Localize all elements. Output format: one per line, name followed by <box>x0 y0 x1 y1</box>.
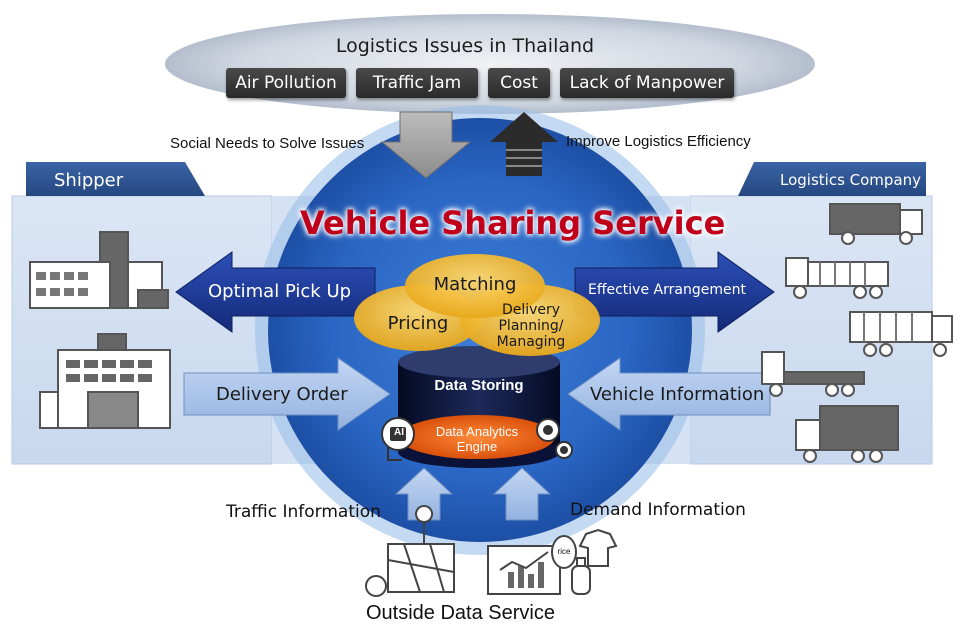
matching-label: Matching <box>433 274 517 295</box>
shipper-label: Shipper <box>54 170 124 191</box>
delivery-order-arrow <box>183 357 391 431</box>
issue-lack-of-manpower: Lack of Manpower <box>560 68 734 98</box>
improve-efficiency-label: Improve Logistics Efficiency <box>566 133 751 150</box>
rice-bag-label: rice <box>557 547 571 556</box>
chart-board-icon <box>487 545 561 595</box>
delivery-planning-label: Delivery Planning/ Managing <box>490 302 572 350</box>
truck-icon-4 <box>761 351 865 397</box>
down-arrow <box>380 111 472 179</box>
delivery-planning-line-3: Managing <box>496 334 566 350</box>
factory-icon <box>29 231 169 309</box>
gears-icon <box>536 418 573 459</box>
bottle-icon <box>571 557 591 595</box>
delivery-order-label: Delivery Order <box>216 384 348 405</box>
vehicle-info-arrow <box>567 357 771 431</box>
matching-ellipse <box>405 254 545 318</box>
rice-bag-icon <box>551 535 577 569</box>
service-title: Vehicle Sharing Service <box>300 204 726 242</box>
logistics-tab <box>738 162 926 196</box>
demand-up-arrow <box>492 467 552 521</box>
vehicle-information-label: Vehicle Information <box>590 384 765 405</box>
logistics-company-label: Logistics Company <box>780 171 922 189</box>
outside-data-service-label: Outside Data Service <box>366 602 555 624</box>
engine-label: Data Analytics Engine <box>412 424 542 454</box>
truck-icon-1 <box>829 203 923 245</box>
pricing-label: Pricing <box>387 313 449 334</box>
delivery-planning-line-1: Delivery <box>501 302 561 318</box>
traffic-information-label: Traffic Information <box>226 502 381 522</box>
social-needs-label: Social Needs to Solve Issues <box>170 135 365 152</box>
optimal-pickup-label: Optimal Pick Up <box>208 281 352 302</box>
issues-oval <box>165 14 815 114</box>
engine-line-1: Data Analytics <box>435 424 519 439</box>
ai-badge-label: AI <box>394 427 404 438</box>
truck-icon-2 <box>785 257 889 299</box>
issues-title: Logistics Issues in Thailand <box>335 35 595 57</box>
data-storing-label: Data Storing <box>434 377 524 394</box>
truck-icon-5 <box>795 405 899 463</box>
issue-cost: Cost <box>488 68 550 98</box>
ai-head-icon <box>381 417 415 461</box>
shirt-icon <box>578 528 618 567</box>
issue-traffic-jam: Traffic Jam <box>356 68 478 98</box>
engine-ellipse <box>399 415 555 459</box>
optimal-pickup-arrow <box>175 251 376 333</box>
truck-icon-3 <box>849 311 953 357</box>
engine-line-2: Engine <box>456 439 498 454</box>
warehouse-icon <box>39 333 171 429</box>
delivery-planning-line-2: Planning/ <box>498 318 564 334</box>
issue-air-pollution: Air Pollution <box>226 68 346 98</box>
shipper-tab <box>26 162 205 196</box>
up-arrow <box>490 112 558 176</box>
effective-arrangement-label: Effective Arrangement <box>588 282 746 298</box>
map-icon <box>365 505 455 597</box>
demand-information-label: Demand Information <box>570 500 746 520</box>
